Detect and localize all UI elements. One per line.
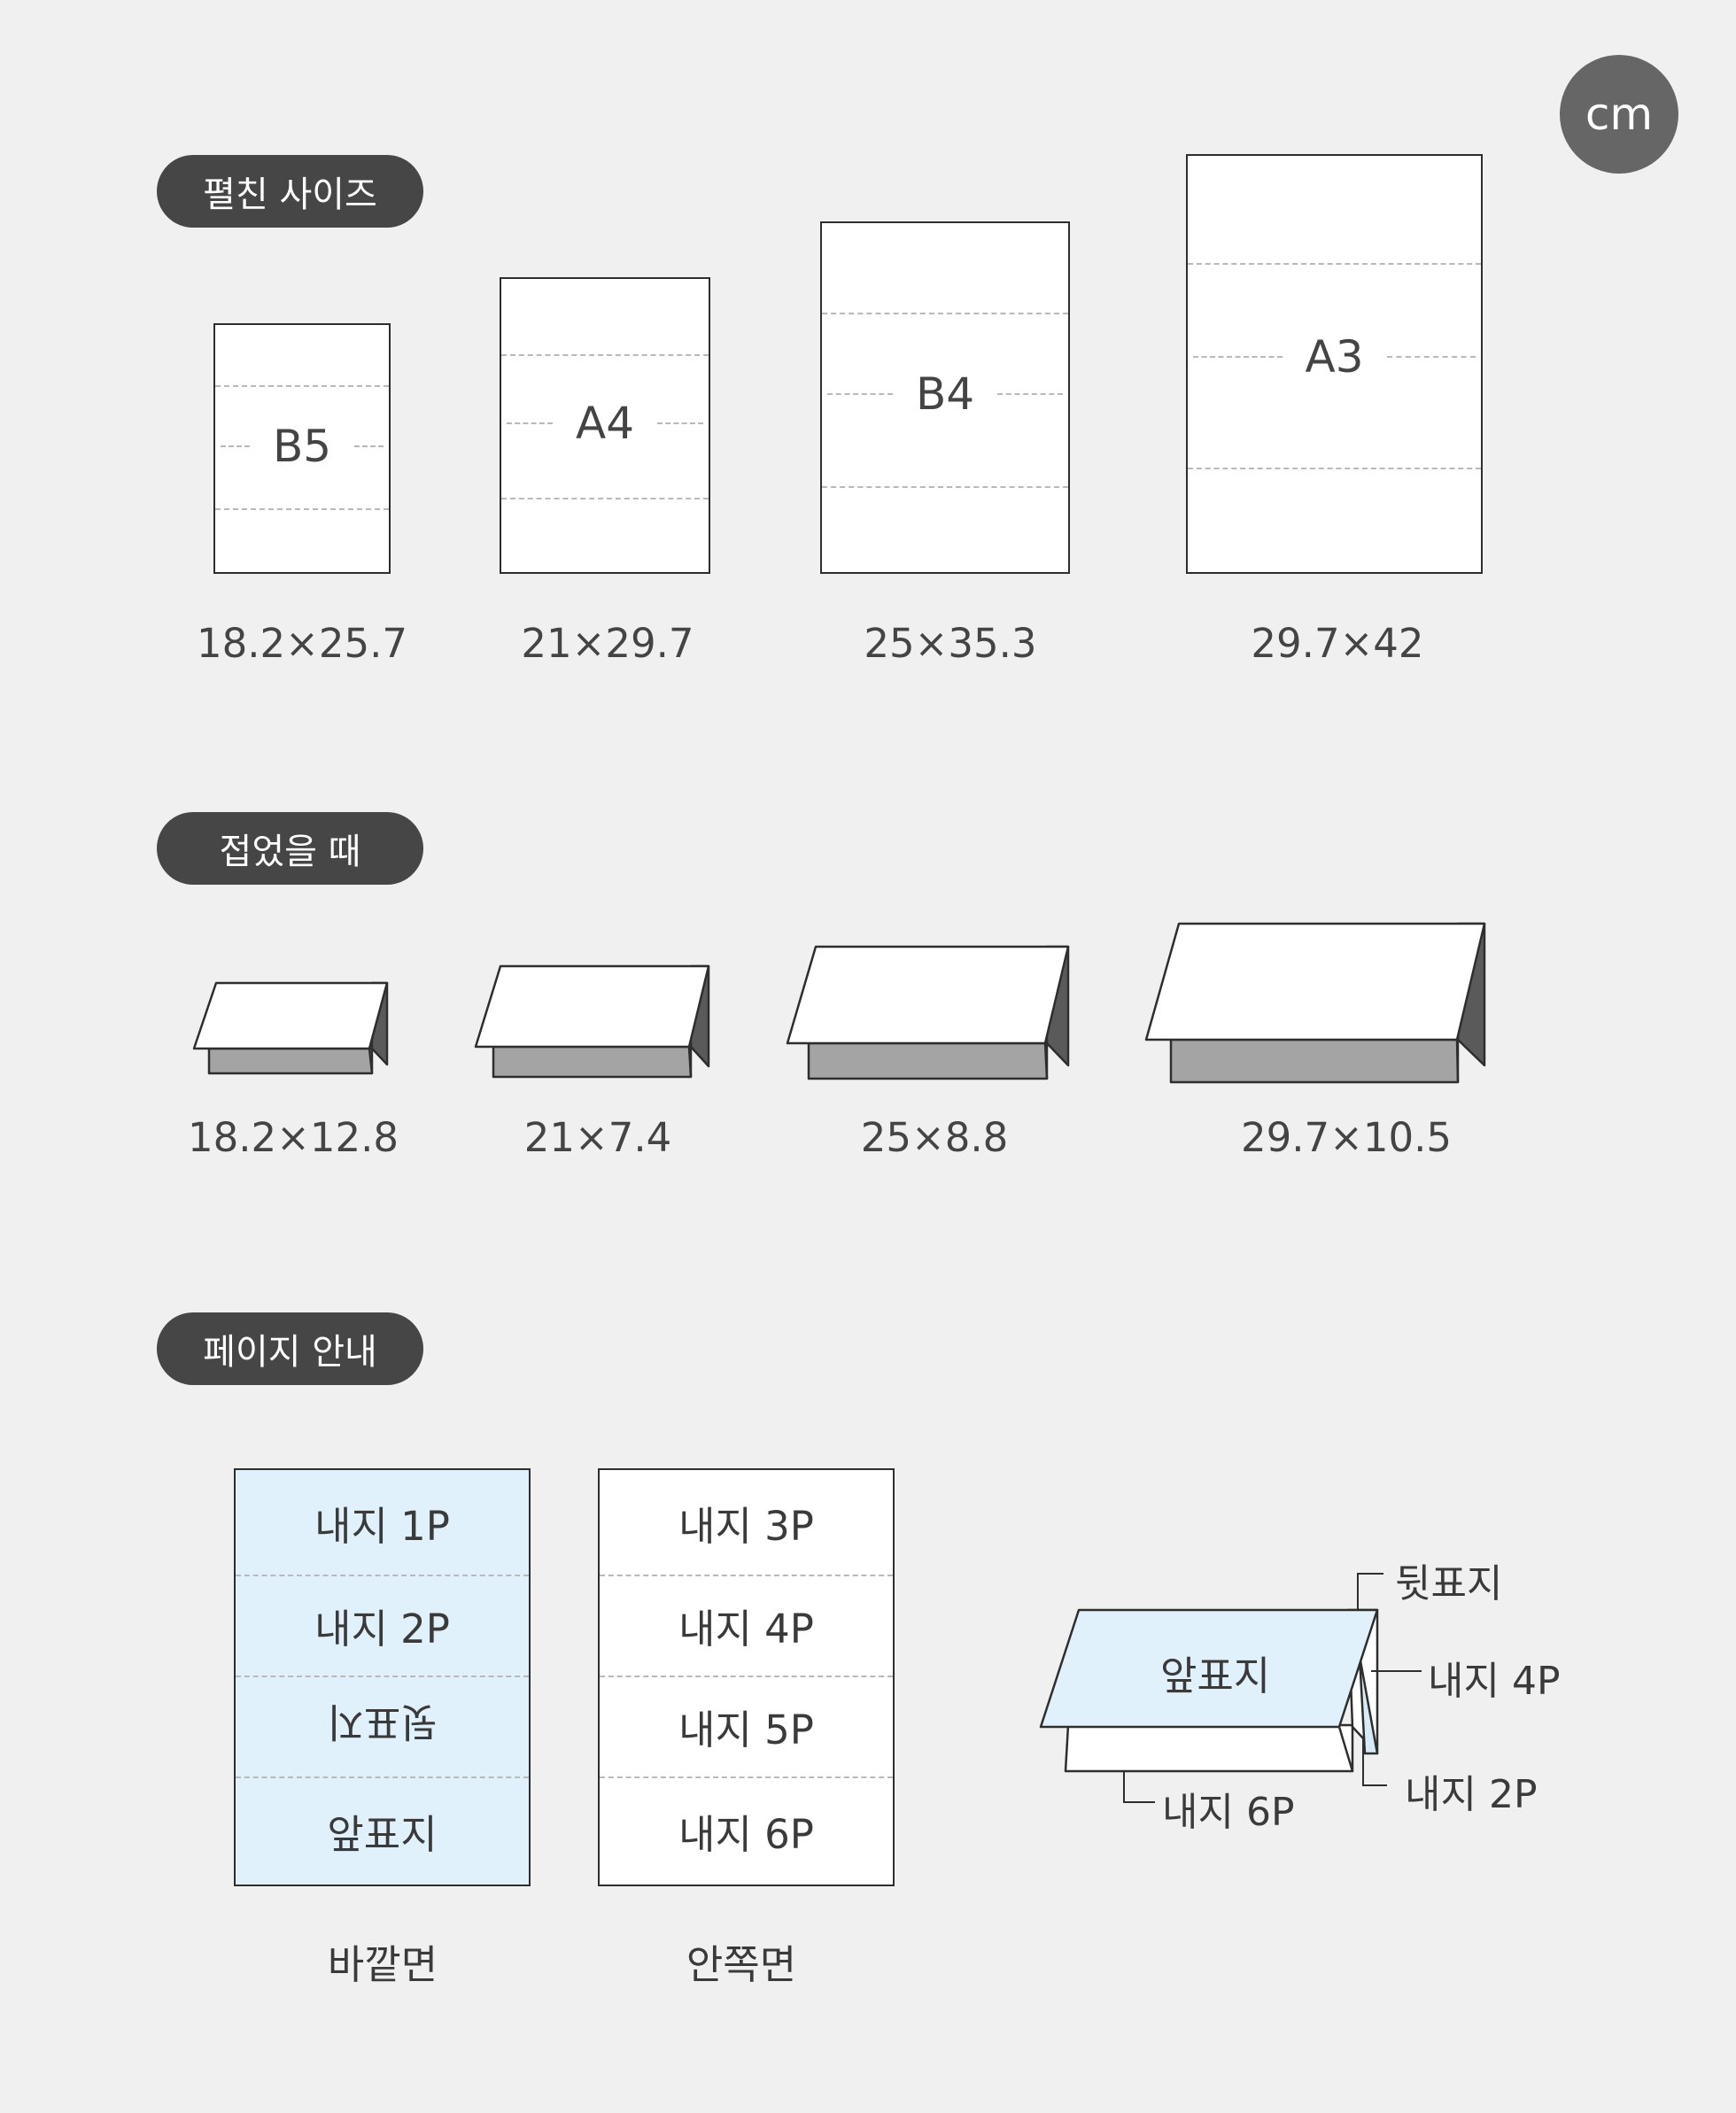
folded-b4 [786, 945, 1070, 1080]
fold-line [236, 1575, 529, 1576]
inner-side-caption: 안쪽면 [686, 1941, 797, 1988]
fold-line [215, 385, 389, 387]
unfolded-size-b5: 18.2×25.7 [196, 620, 408, 667]
folded-shapes [192, 922, 1486, 1084]
folded-size-a4: 21×7.4 [523, 1114, 672, 1161]
fold-line [822, 313, 1068, 314]
fold-line [501, 354, 709, 356]
callout-inner-2p: 내지 2P [1405, 1772, 1538, 1817]
fold-line [236, 1676, 529, 1677]
inner-side-sheet: 내지 3P 내지 4P 내지 5P 내지 6P [598, 1468, 895, 1886]
inner-row-4: 내지 6P [678, 1810, 814, 1858]
sheet-a4: A4 [500, 277, 710, 574]
outer-side-sheet: 내지 1P 내지 2P 뒷표지 앞표지 [234, 1468, 531, 1886]
sheet-label-row: B5 [215, 421, 389, 472]
unfolded-size-a3: 29.7×42 [1251, 620, 1424, 667]
fold-line [822, 486, 1068, 488]
outer-row-4: 앞표지 [327, 1810, 438, 1858]
inner-row-2: 내지 4P [678, 1605, 814, 1652]
fold-line [215, 508, 389, 510]
outer-row-1: 내지 1P [314, 1502, 450, 1550]
section-pill-pages: 페이지 안내 [157, 1312, 423, 1385]
folded-size-b4: 25×8.8 [860, 1114, 1009, 1161]
unit-badge: cm [1560, 55, 1678, 174]
sheet-a3: A3 [1186, 154, 1483, 574]
sheet-label-row: A4 [501, 398, 709, 449]
sheet-label: B5 [272, 421, 332, 472]
folded-a4 [474, 964, 710, 1079]
section-pill-folded: 접었을 때 [157, 812, 423, 885]
fold-line [236, 1776, 529, 1778]
fold-line [501, 498, 709, 499]
sheet-label-row: B4 [822, 368, 1068, 420]
outer-row-2: 내지 2P [314, 1605, 450, 1652]
callout-inner-6p: 내지 6P [1162, 1790, 1295, 1835]
folded-size-a3: 29.7×10.5 [1240, 1114, 1453, 1161]
fold-line [1188, 468, 1481, 469]
fold-line [1188, 263, 1481, 265]
fold-line [600, 1676, 893, 1677]
inner-row-3: 내지 5P [678, 1706, 814, 1753]
unfolded-size-b4: 25×35.3 [864, 620, 1037, 667]
callout-inner-4p: 내지 4P [1428, 1659, 1561, 1704]
folded-a3 [1144, 922, 1486, 1084]
callout-back-cover: 뒷표지 [1395, 1561, 1503, 1606]
sheet-b4: B4 [820, 221, 1070, 574]
sheet-b5: B5 [213, 323, 391, 574]
folded-size-b5: 18.2×12.8 [187, 1114, 399, 1161]
sheet-label-row: A3 [1188, 331, 1481, 383]
sheet-label: A3 [1305, 331, 1364, 383]
fold-line [600, 1776, 893, 1778]
inner-row-1: 내지 3P [678, 1502, 814, 1550]
front-cover-label: 앞표지 [1160, 1652, 1271, 1699]
sheet-label: B4 [915, 368, 975, 420]
section-pill-unfolded: 펼친 사이즈 [157, 155, 423, 228]
unfolded-size-a4: 21×29.7 [521, 620, 694, 667]
outer-side-caption: 바깥면 [327, 1941, 438, 1988]
folded-b5 [192, 981, 389, 1075]
fold-line [600, 1575, 893, 1576]
sheet-label: A4 [576, 398, 635, 449]
